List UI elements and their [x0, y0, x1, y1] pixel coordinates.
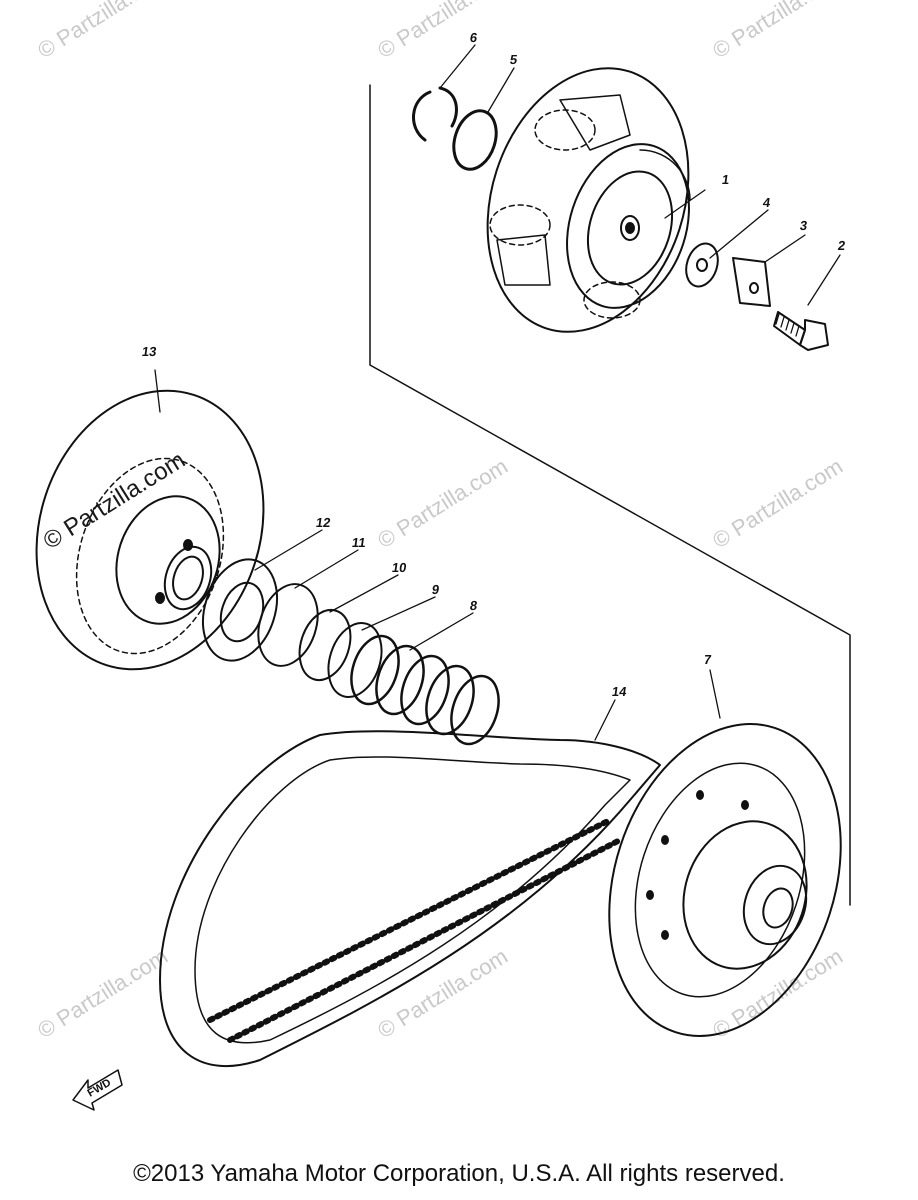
circlip-part-6 — [412, 86, 458, 142]
bolt-part-2 — [773, 311, 829, 351]
fwd-arrow — [72, 1069, 123, 1111]
fixed-sheave-part-13 — [35, 389, 265, 671]
ring-part-9 — [327, 622, 383, 698]
spring-part-8 — [350, 634, 500, 746]
washer-part-4 — [685, 242, 719, 288]
callout-10: 10 — [390, 560, 408, 575]
copyright-footer: ©2013 Yamaha Motor Corporation, U.S.A. A… — [133, 1160, 785, 1187]
plate-part-3 — [732, 257, 771, 307]
ring-part-5 — [452, 109, 498, 171]
assembly-frame — [369, 84, 851, 906]
fwd-label: FWD — [86, 1077, 114, 1100]
callout-14: 14 — [610, 684, 628, 699]
bearing-part-12 — [202, 558, 278, 662]
v-belt-part-14 — [159, 730, 661, 1068]
driven-pulley-part-7 — [608, 723, 842, 1037]
callout-13: 13 — [140, 344, 158, 359]
ring-part-10 — [298, 608, 352, 682]
callout-12: 12 — [314, 515, 332, 530]
leader-lines — [154, 44, 841, 741]
primary-sheave — [486, 67, 691, 333]
callout-11: 11 — [350, 535, 367, 550]
